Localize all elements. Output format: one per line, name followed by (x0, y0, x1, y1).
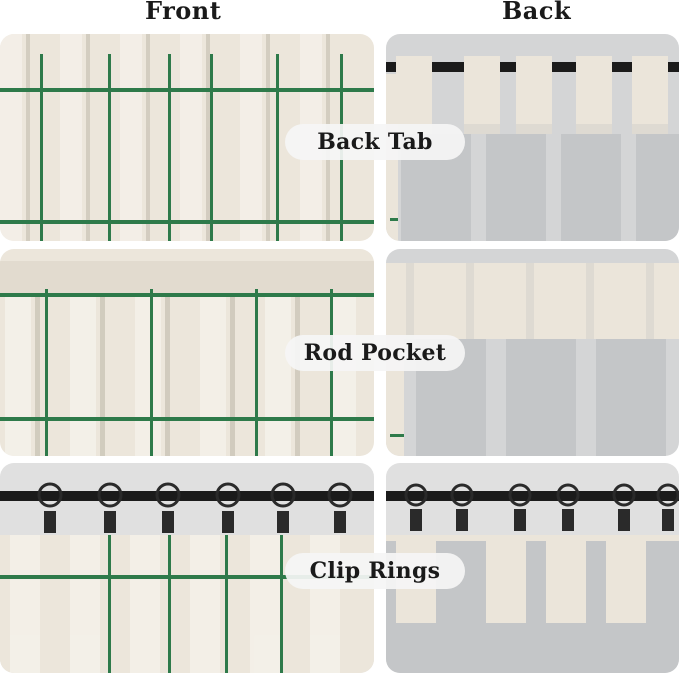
back-rod-pocket-photo (386, 249, 679, 456)
front-column-title: Front (145, 0, 222, 25)
back-column-title: Back (502, 0, 572, 25)
rod-pocket-label: Rod Pocket (285, 335, 465, 371)
back-clip-rings-photo (386, 463, 679, 673)
back-tab-label: Back Tab (285, 124, 465, 160)
clip-rings-label: Clip Rings (285, 553, 465, 589)
